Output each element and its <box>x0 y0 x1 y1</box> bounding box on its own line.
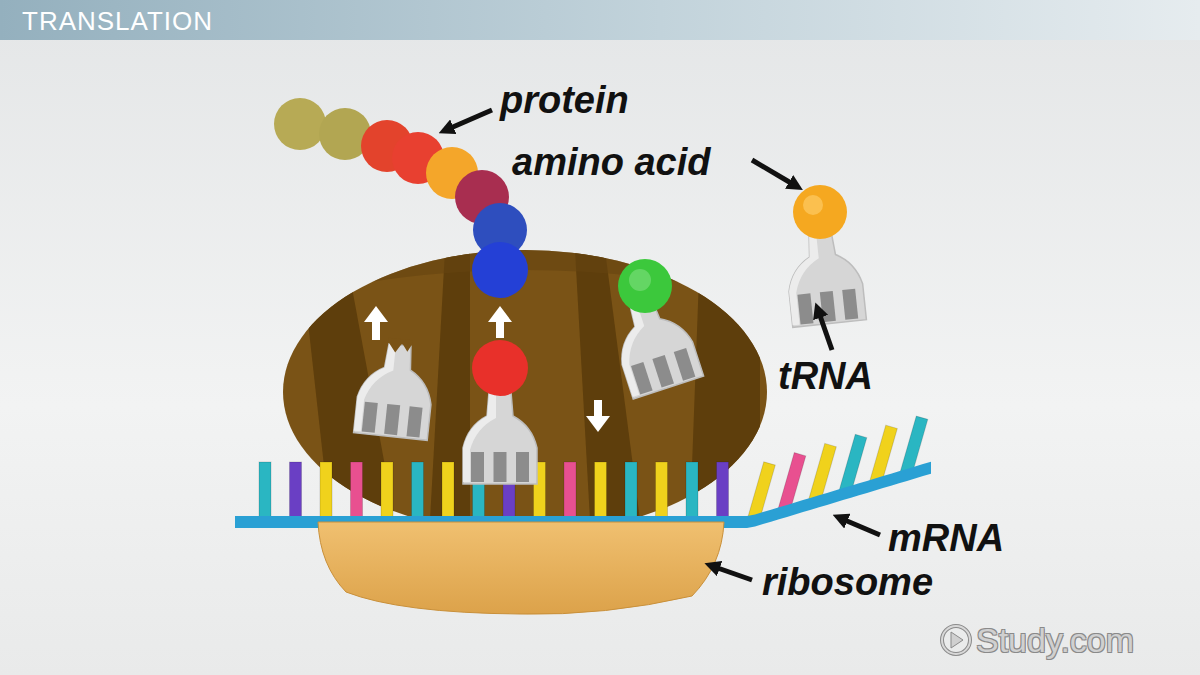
diagram-title: TRANSLATION <box>22 6 213 36</box>
part-label: amino acid <box>512 140 711 184</box>
part-label: ribosome <box>762 560 933 604</box>
watermark: Study.com <box>976 620 1134 660</box>
part-label: mRNA <box>888 516 1004 560</box>
part-label: protein <box>500 78 629 122</box>
part-label: tRNA <box>778 354 873 398</box>
